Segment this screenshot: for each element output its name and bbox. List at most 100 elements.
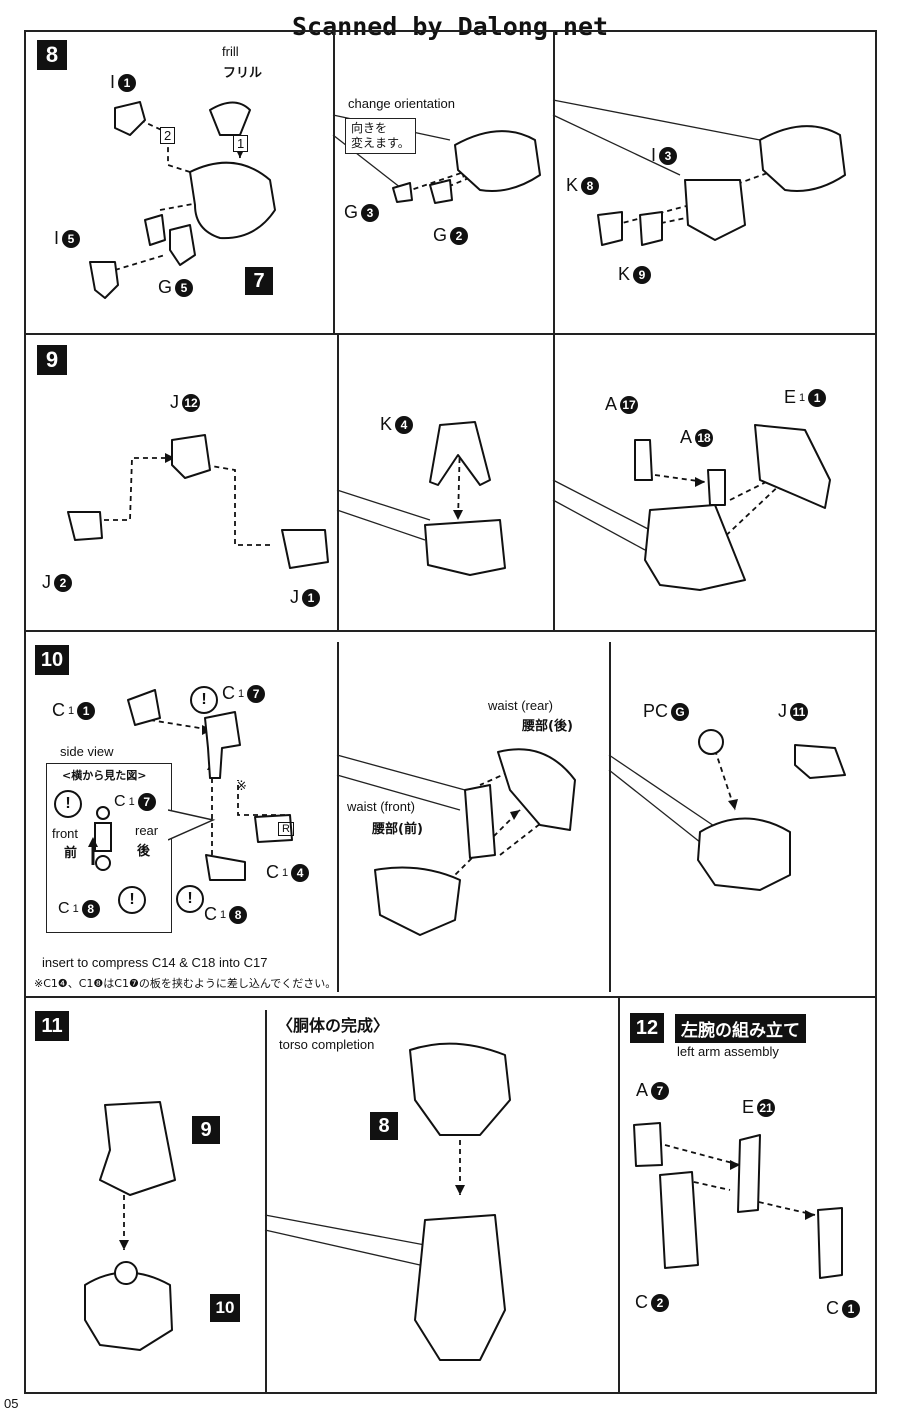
order-1-box: 1 xyxy=(233,135,249,152)
change-orientation-callout: 向きを 変えます。 xyxy=(345,118,416,154)
part-pc-g xyxy=(698,729,724,755)
order-2-box: 2 xyxy=(160,127,176,144)
caution-icon: ! xyxy=(176,885,204,913)
frill-label-jp: フリル xyxy=(223,66,263,81)
part-c2 xyxy=(659,1171,699,1269)
left-arm-title-jp: 左腕の組み立て xyxy=(675,1014,806,1043)
rear-label-jp: 後 xyxy=(137,844,151,859)
caution-icon: ! xyxy=(190,686,218,714)
part-waist-joint xyxy=(464,784,496,859)
asterisk-mark: ※ xyxy=(236,778,247,793)
insert-note-en: insert to compress C14 & C18 into C17 xyxy=(42,955,268,970)
part-e1 xyxy=(754,424,831,509)
part-a7 xyxy=(633,1122,663,1167)
divider xyxy=(553,335,555,631)
page-number: 05 xyxy=(4,1396,19,1411)
part-g2 xyxy=(429,179,453,204)
torso-completion-en: torso completion xyxy=(279,1037,375,1052)
part-side xyxy=(144,214,166,246)
r-mark: R xyxy=(278,822,294,836)
step-12-panel xyxy=(618,996,877,1394)
part-i5 xyxy=(89,261,119,299)
divider xyxy=(337,335,339,631)
part-k8 xyxy=(597,211,623,246)
divider xyxy=(265,1010,267,1394)
part-upper-torso-2 xyxy=(759,125,846,192)
part-c1-1 xyxy=(127,689,161,726)
part-torso-upper xyxy=(409,1042,511,1136)
part-waist-10 xyxy=(84,1271,173,1351)
part-g5 xyxy=(169,224,196,266)
part-k4 xyxy=(429,421,491,486)
left-arm-title-en: left arm assembly xyxy=(677,1044,779,1059)
part-j11 xyxy=(794,744,846,779)
step-10-number: 10 xyxy=(35,645,69,675)
front-label-en: front xyxy=(52,826,79,841)
side-view-diagram xyxy=(88,806,112,871)
front-label-jp: 前 xyxy=(64,846,78,861)
divider xyxy=(333,32,335,334)
side-view-box xyxy=(46,763,172,933)
step-9-number: 9 xyxy=(37,345,67,375)
ref-step-9: 9 xyxy=(192,1116,220,1144)
torso-completion-jp: 〈胴体の完成〉 xyxy=(277,1016,390,1035)
part-c1-8 xyxy=(205,854,246,881)
part-ball-joint xyxy=(114,1261,138,1285)
change-orientation-label: change orientation xyxy=(348,96,455,111)
part-i3 xyxy=(684,179,746,241)
frill-label-en: frill xyxy=(222,44,239,59)
part-i1 xyxy=(114,101,146,136)
part-hip-assembly xyxy=(644,504,746,591)
part-frill xyxy=(209,101,251,136)
part-j1 xyxy=(281,529,329,569)
waist-front-label-jp: 腰部(前) xyxy=(372,822,423,837)
divider xyxy=(609,642,611,992)
ref-step-7: 7 xyxy=(245,267,273,295)
callout-pointer xyxy=(168,809,216,841)
part-torso-lower xyxy=(414,1214,506,1361)
waist-front-label-en: waist (front) xyxy=(347,799,415,814)
insert-note-jp: ※C1❹、C1❽はC1❼の板を挟むように差し込んでください。 xyxy=(34,977,337,990)
part-c1-7 xyxy=(204,711,241,779)
part-g3 xyxy=(392,182,413,203)
ref-step-10: 10 xyxy=(210,1294,240,1322)
part-k9 xyxy=(639,211,663,246)
rear-label-en: rear xyxy=(135,823,159,838)
part-a18 xyxy=(707,469,726,506)
part-e21 xyxy=(737,1134,761,1213)
part-a17 xyxy=(634,439,653,481)
step-12-number: 12 xyxy=(630,1013,664,1043)
step-11-number: 11 xyxy=(35,1011,69,1041)
watermark: Scanned by Dalong.net xyxy=(292,12,609,41)
divider xyxy=(337,642,339,992)
part-waist-assembly xyxy=(424,519,506,576)
part-waist-rear xyxy=(497,748,576,831)
part-waist-complete xyxy=(697,817,791,891)
part-upper-torso xyxy=(454,130,541,192)
